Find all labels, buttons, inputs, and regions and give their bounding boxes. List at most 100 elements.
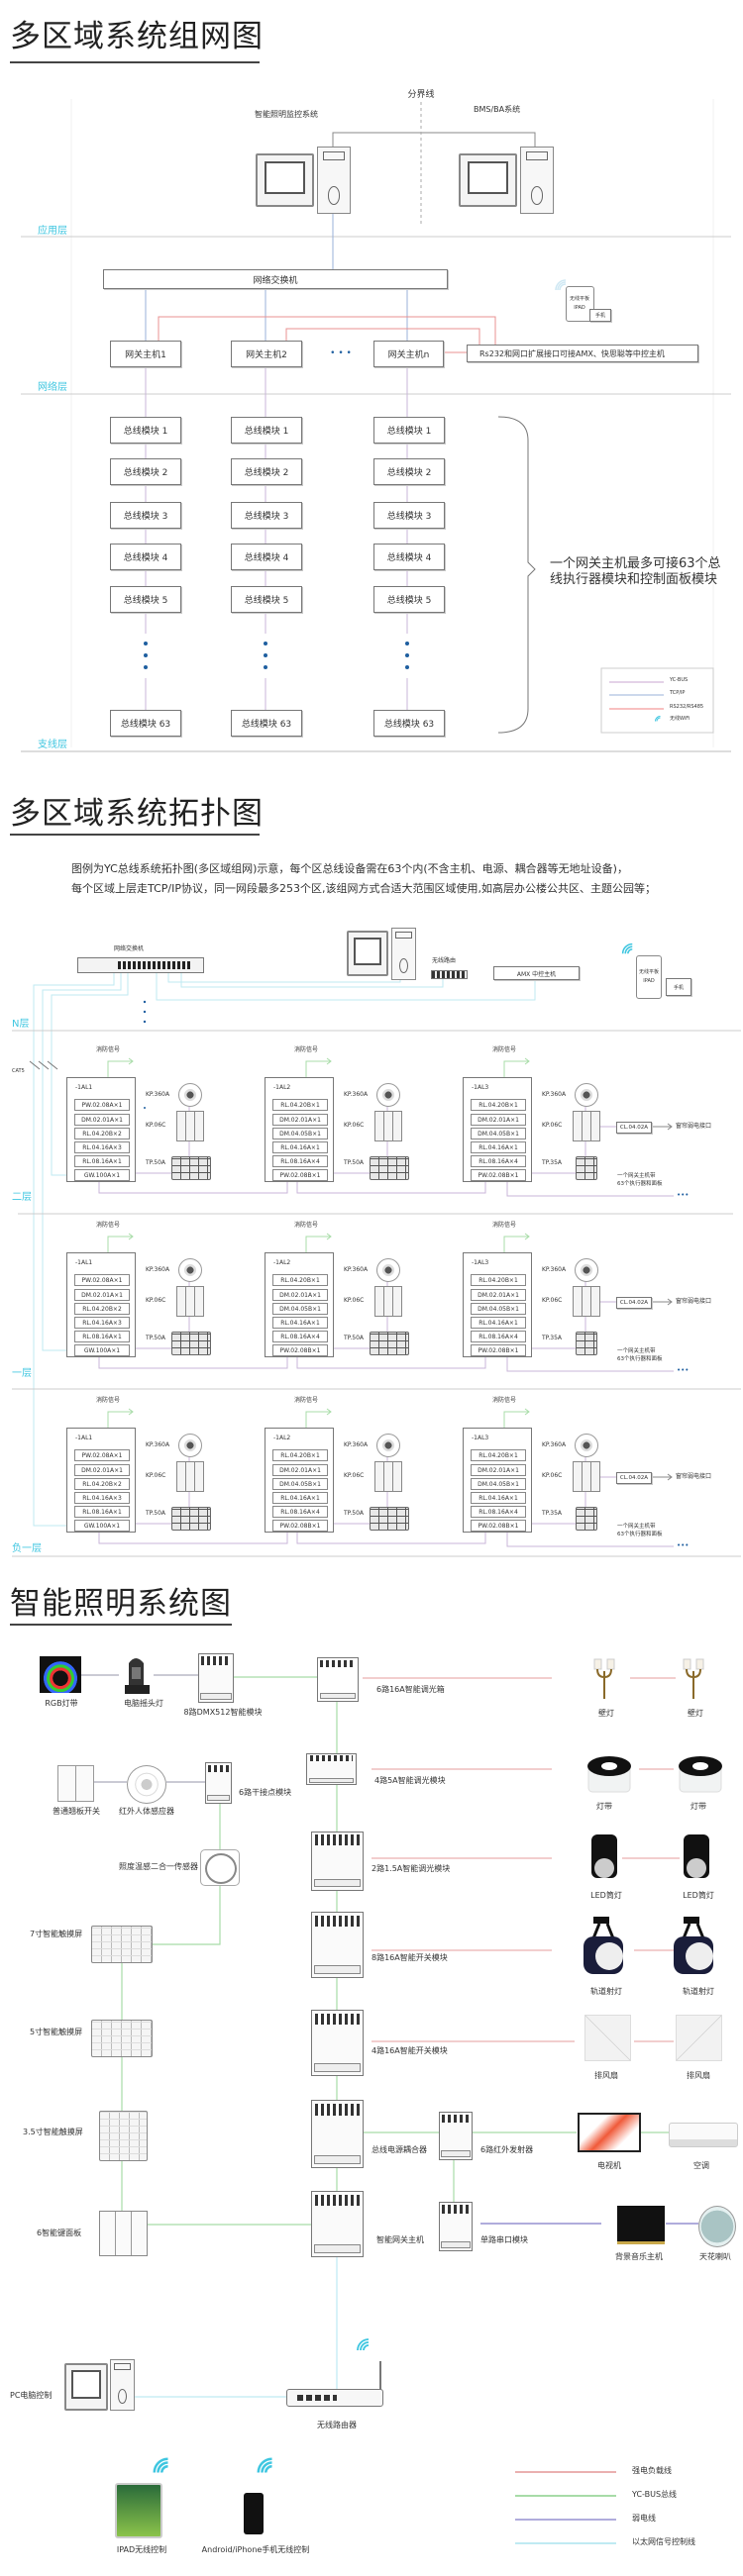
keypad-label: KP.06C — [542, 1472, 563, 1479]
panel-module-row: RL.08.16A×4 — [272, 1331, 328, 1342]
bus-module-box: 总线模块 1 — [110, 417, 181, 444]
bms-system-label: BMS/BA系统 — [474, 105, 521, 114]
network-switch: 网络交换机 — [103, 269, 448, 289]
panel-module-row: PW.02.08B×1 — [471, 1169, 526, 1181]
serial-module-label: 单路串口模块 — [480, 2235, 528, 2244]
exhaust-fan-label: 排风扇 — [594, 2071, 618, 2080]
bus-module-box: 总线模块 2 — [373, 458, 445, 485]
bus-module-box: 总线模块 1 — [231, 417, 302, 444]
dimmer-box-label: 6路16A智能调光箱 — [376, 1685, 445, 1694]
dry-contact-label: 6路干接点模块 — [239, 1788, 292, 1797]
panel-id: -1AL1 — [75, 1084, 93, 1091]
moving-head-light-icon — [125, 1658, 150, 1694]
floor-lines — [98, 1057, 674, 1547]
touch-5-label: 5寸智能触摸屏 — [30, 2028, 83, 2036]
panel-module-row: RL.04.16A×3 — [74, 1317, 130, 1329]
arrow-head — [128, 1233, 134, 1240]
bus-module-box: 总线模块 5 — [110, 586, 181, 613]
panel-id: -1AL3 — [472, 1259, 489, 1266]
air-conditioner-icon — [669, 2123, 738, 2147]
bus-module-box: 总线模块 63 — [231, 710, 302, 737]
ycbus-chain-line — [98, 1355, 288, 1369]
touch-panel-icon — [576, 1156, 597, 1180]
arrow-head — [667, 1298, 673, 1306]
network-switch-label: 网络交换机 — [253, 275, 298, 286]
led-strip-label: 灯带 — [690, 1802, 706, 1811]
pc-tower-icon — [391, 928, 416, 980]
key-panel-icon — [99, 2211, 148, 2256]
pc-label: PC电脑控制 — [10, 2391, 53, 2400]
led-strip-icon — [587, 1756, 631, 1793]
lux-temp-sensor-label: 照度温感二合一传感器 — [119, 1862, 198, 1871]
legend-label: YC-BUS — [670, 677, 689, 683]
dmx-module-label: 8路DMX512智能模块 — [183, 1708, 263, 1717]
floor-label: 二层 — [12, 1192, 32, 1203]
panel-module-row: DM.04.05B×1 — [272, 1303, 328, 1315]
touch-panel-label: TP.50A — [146, 1159, 165, 1166]
downlight-label: LED筒灯 — [683, 1891, 714, 1900]
dial-label: KP.360A — [146, 1266, 170, 1273]
fire-signal-label: 消防信号 — [95, 1222, 121, 1229]
fire-signal-label: 消防信号 — [293, 1397, 319, 1404]
panel-module-row: DM.02.01A×1 — [74, 1464, 130, 1476]
panel-module-row: RL.04.20B×1 — [272, 1449, 328, 1461]
bus-module-box: 总线模块 1 — [373, 417, 445, 444]
panel-module-row: DM.04.05B×1 — [272, 1128, 328, 1139]
ellipsis-dot — [405, 665, 409, 669]
touch-panel-icon — [576, 1332, 597, 1355]
panel-module-row: RL.04.20B×2 — [74, 1128, 130, 1139]
switch-label: 网络交换机 — [113, 945, 145, 952]
panel-module-row: RL.08.16A×4 — [471, 1331, 526, 1342]
panel-module-row: DM.02.01A×1 — [471, 1114, 526, 1126]
ellipsis: ••• — [677, 1541, 690, 1549]
network-switch-icon — [77, 957, 204, 973]
bus-module-box: 总线模块 3 — [110, 502, 181, 529]
tablet-label: 无线平板 — [569, 296, 590, 302]
tv-label: 电视机 — [597, 2161, 621, 2170]
ellipsis-dot — [144, 642, 148, 645]
panel-module-row: PW.02.08A×1 — [74, 1274, 130, 1286]
panel-module-row: PW.02.08B×1 — [272, 1520, 328, 1532]
arrow-head — [524, 1408, 530, 1416]
legend-label: 以太网信号控制线 — [632, 2537, 695, 2546]
gateway-host-label: 智能网关主机 — [376, 2235, 424, 2244]
section1-lines — [21, 99, 731, 752]
ycbus-chain-line — [98, 1531, 288, 1544]
arrow-head — [326, 1233, 332, 1240]
panel-module-row: RL.04.16A×1 — [471, 1141, 526, 1153]
capacity-note: 一个网关主机带 — [617, 1524, 656, 1530]
section2-lines — [12, 971, 741, 1557]
legend-label: 强电负载线 — [632, 2466, 672, 2475]
capacity-note: 63个执行器和面板 — [617, 1356, 663, 1362]
keypad-icon — [374, 1461, 402, 1492]
curtain-interface-label: 窗帘弱电接口 — [676, 1123, 712, 1130]
dimmer-2x15a-icon — [311, 1832, 364, 1891]
ellipsis-dot — [405, 642, 409, 645]
touch-panel-label: TP.50A — [344, 1159, 364, 1166]
touch-panel-icon — [370, 1507, 409, 1531]
gateway-label: 网关主机2 — [246, 350, 287, 360]
bus-coupler-label: 总线电源耦合器 — [372, 2145, 427, 2154]
ethernet-line — [167, 971, 401, 983]
legend-box — [600, 667, 714, 734]
track-light-label: 轨道射灯 — [590, 1987, 622, 1996]
legend-label: TCP/IP — [670, 690, 686, 696]
legend-label: 无线WiFi — [670, 716, 690, 722]
panel-module-row: RL.04.16A×1 — [272, 1492, 328, 1504]
panel-module-row: DM.02.01A×1 — [74, 1114, 130, 1126]
exhaust-fan-icon — [676, 2015, 722, 2061]
router-icon — [431, 970, 468, 979]
branch-layer-label: 支线层 — [38, 740, 67, 750]
panel-id: -1AL1 — [75, 1259, 93, 1266]
bus-module-box: 总线模块 3 — [373, 502, 445, 529]
dial-panel-icon — [178, 1258, 202, 1282]
switch-4x16a-icon — [311, 2010, 364, 2076]
bus-module-box: 总线模块 3 — [231, 502, 302, 529]
tablet-label: IPAD — [643, 978, 655, 984]
panel-module-row: PW.02.08B×1 — [471, 1520, 526, 1532]
keypad-label: KP.06C — [344, 1122, 365, 1129]
panel-module-row: RL.04.16A×1 — [471, 1317, 526, 1329]
description-line: 每个区域上层走TCP/IP协议，同一网段最多253个区,该组网方式合适大范围区域… — [71, 882, 656, 895]
